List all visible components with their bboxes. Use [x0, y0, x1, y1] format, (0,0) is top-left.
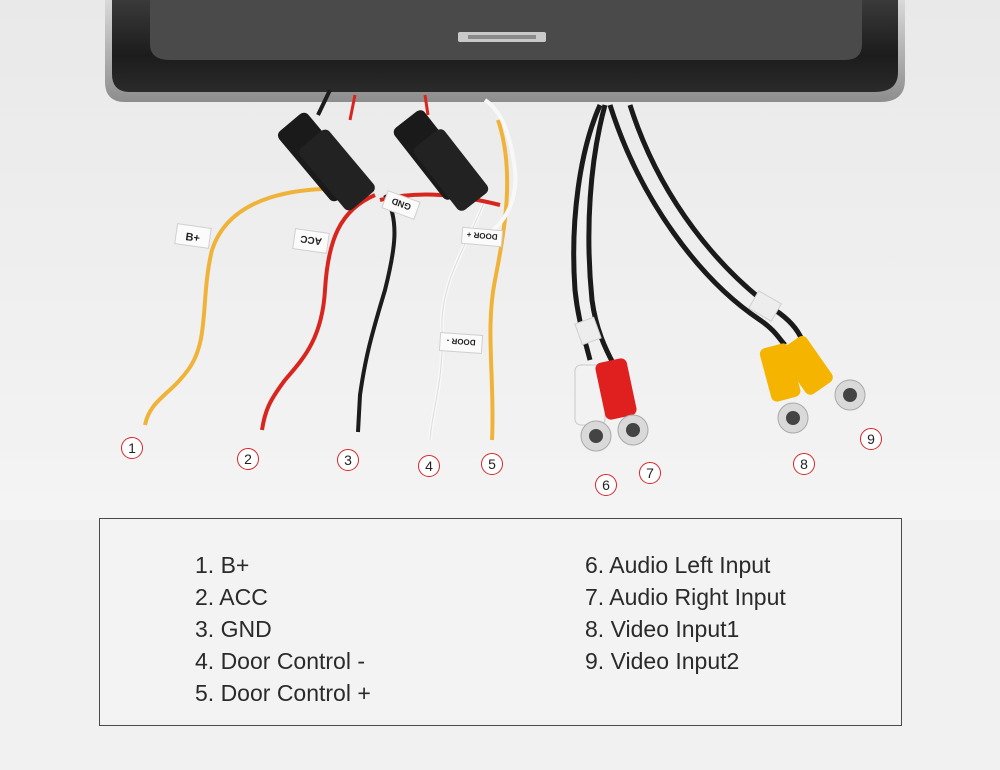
legend-column-left: 1. B+ 2. ACC 3. GND 4. Door Control - 5.…: [195, 549, 371, 709]
tag-gnd: GND: [381, 190, 421, 220]
monitor-housing: [105, 0, 905, 102]
legend-item: 8. Video Input1: [585, 616, 740, 642]
marker-3: 3: [337, 449, 359, 471]
wire-harness-left: [143, 89, 397, 433]
legend-item: 5. Door Control +: [195, 680, 371, 706]
tag-acc: ACC: [292, 228, 330, 254]
marker-7: 7: [639, 462, 661, 484]
tag-b-plus: B+: [174, 223, 212, 249]
legend-item: 7. Audio Right Input: [585, 584, 786, 610]
legend-box: 1. B+ 2. ACC 3. GND 4. Door Control - 5.…: [99, 518, 902, 726]
marker-6: 6: [595, 474, 617, 496]
legend-item: 3. GND: [195, 616, 272, 642]
legend-item: 6. Audio Left Input: [585, 552, 771, 578]
tag-door-minus-text: DOOR -: [446, 336, 476, 347]
tag-door-plus-text: DOOR +: [466, 230, 498, 242]
legend-item: 2. ACC: [195, 584, 268, 610]
audio-rca-cables: [571, 103, 649, 452]
marker-9: 9: [860, 428, 882, 450]
marker-8: 8: [793, 453, 815, 475]
product-photo: B+ ACC GND DOOR + DOOR -: [0, 0, 1000, 520]
tag-door-minus: DOOR -: [438, 332, 484, 354]
marker-5: 5: [481, 453, 503, 475]
tag-audio-blank: [574, 316, 602, 346]
legend-item: 9. Video Input2: [585, 648, 740, 674]
legend-item: 4. Door Control -: [195, 648, 366, 674]
video-rca-cables: [607, 104, 866, 434]
legend-column-right: 6. Audio Left Input 7. Audio Right Input…: [585, 549, 786, 677]
tag-video-blank: [748, 290, 782, 322]
tag-acc-text: ACC: [300, 233, 323, 247]
tag-door-plus: DOOR +: [460, 226, 504, 248]
marker-2: 2: [237, 448, 259, 470]
legend-item: 1. B+: [195, 552, 250, 578]
marker-4: 4: [418, 455, 440, 477]
tag-b-plus-text: B+: [185, 231, 201, 245]
marker-1: 1: [121, 437, 143, 459]
